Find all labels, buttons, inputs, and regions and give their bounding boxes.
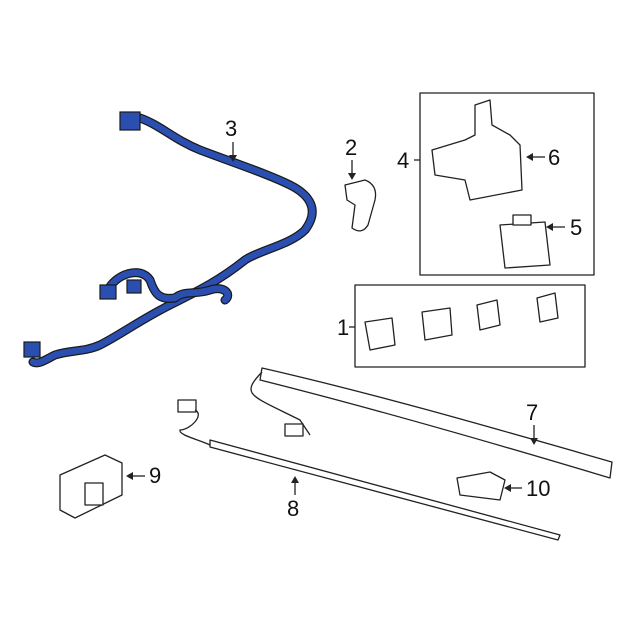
callout-7: 7 xyxy=(526,400,539,425)
cable-part-8[interactable] xyxy=(177,399,561,541)
callout-1: 1 xyxy=(337,315,350,340)
callout-6: 6 xyxy=(548,145,561,170)
callout-9: 9 xyxy=(149,463,162,488)
module-part-5[interactable] xyxy=(499,214,551,269)
callout-10: 10 xyxy=(526,476,551,501)
part-2-cap[interactable] xyxy=(344,179,377,232)
callout-3: 3 xyxy=(225,116,238,141)
clip-parts-1[interactable] xyxy=(364,292,559,351)
callout-8: 8 xyxy=(287,496,300,521)
callout-2: 2 xyxy=(345,135,358,160)
module-part-9[interactable] xyxy=(59,454,123,519)
callout-5: 5 xyxy=(570,215,583,240)
bracket-part-6[interactable] xyxy=(431,99,523,201)
module-part-10[interactable] xyxy=(456,471,506,501)
callout-4: 4 xyxy=(397,148,410,173)
wiring-harness-part-3[interactable] xyxy=(23,111,317,368)
strip-part-7[interactable] xyxy=(250,367,613,479)
